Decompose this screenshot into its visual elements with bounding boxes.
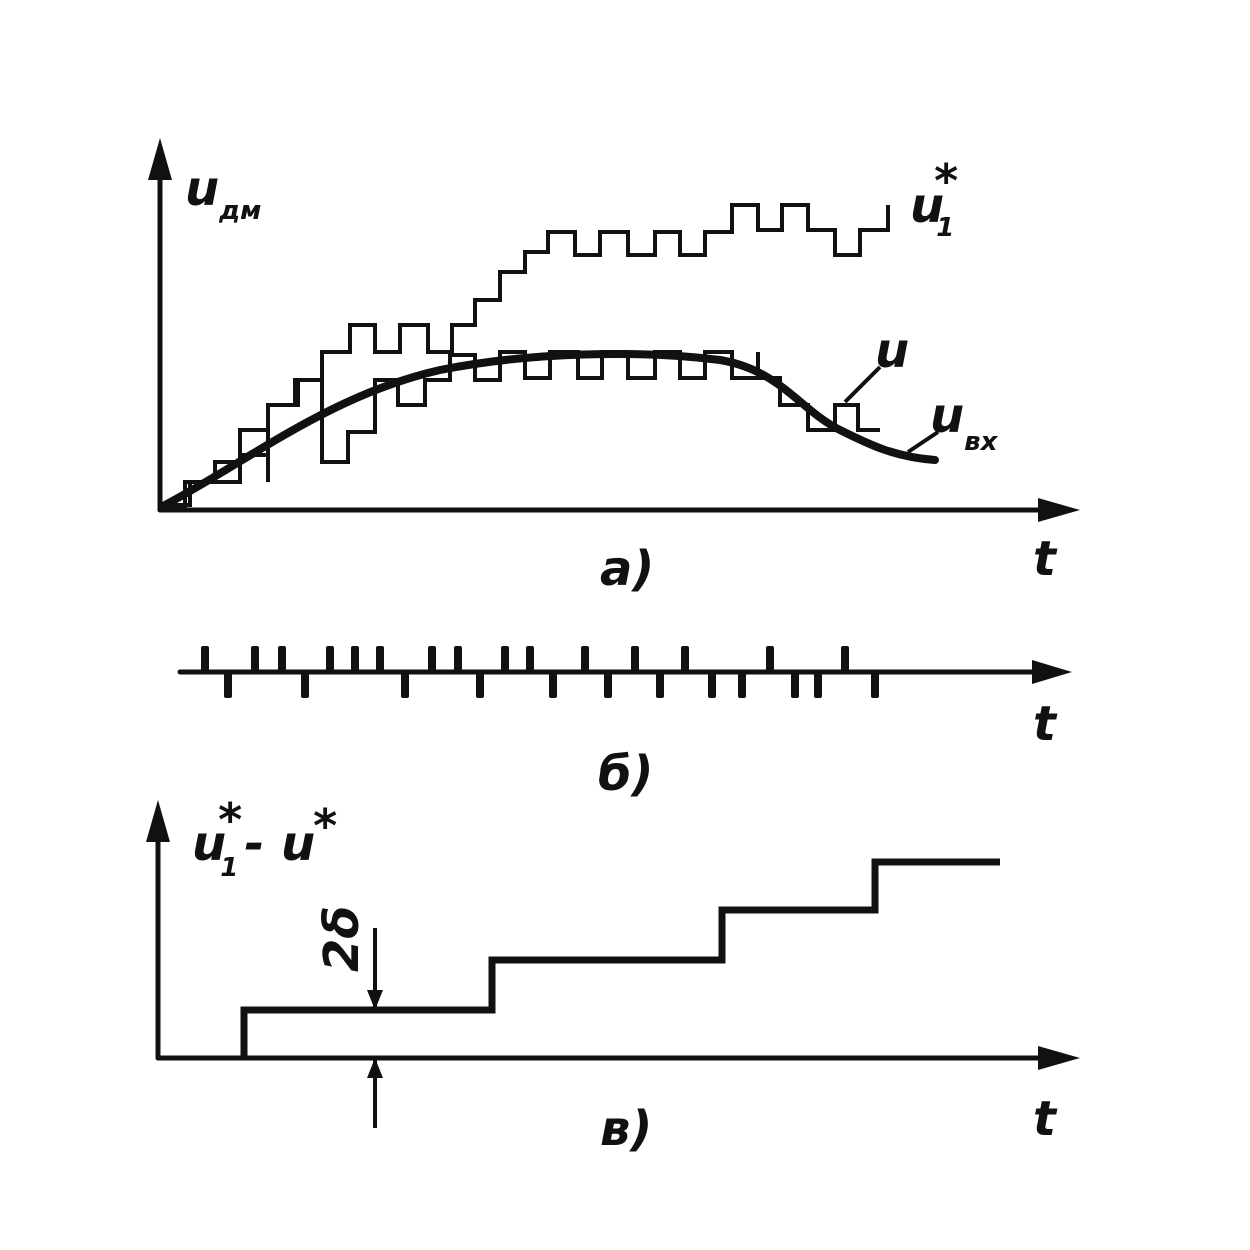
panel-b-x-arrow [1032, 660, 1072, 684]
pulse-up [841, 646, 849, 672]
pulse-down [708, 672, 716, 698]
pulse-down [549, 672, 557, 698]
pulse-down [656, 672, 664, 698]
pulse-up [376, 646, 384, 672]
panel-c: u*1- u* 2δ t в) [146, 793, 1080, 1157]
pulse-up [251, 646, 259, 672]
u-vx-label: uвх [930, 388, 999, 457]
step-height-label: 2δ [314, 906, 370, 972]
pulse-up [526, 646, 534, 672]
pulse-down [224, 672, 232, 698]
panel-b-x-label: t [1033, 696, 1058, 752]
pulse-down [301, 672, 309, 698]
pulse-up [501, 646, 509, 672]
pulse-up [278, 646, 286, 672]
panel-a-x-arrow [1038, 498, 1080, 522]
dimension-arrow-down [367, 990, 383, 1010]
pulse-up [326, 646, 334, 672]
panel-a-x-label: t [1033, 531, 1058, 587]
u-label-leader [843, 365, 882, 404]
u-vx-label-leader [906, 430, 940, 454]
panel-c-y-label: u*1- u* [192, 793, 337, 883]
pulse-up [631, 646, 639, 672]
pulse-down [791, 672, 799, 698]
pulse-down [738, 672, 746, 698]
panel-c-x-arrow [1038, 1046, 1080, 1070]
u1-star-label: u*1 [910, 154, 958, 243]
pulse-up [428, 646, 436, 672]
panel-a-caption: а) [600, 541, 654, 597]
pulse-train [201, 646, 879, 698]
difference-staircase [240, 858, 1000, 1058]
u1-star-staircase [162, 203, 890, 510]
panel-c-y-arrow [146, 800, 170, 842]
panel-c-caption: в) [600, 1101, 652, 1157]
u-label: u [875, 323, 909, 379]
panel-b: t б) [177, 646, 1072, 802]
panel-c-x-label: t [1033, 1091, 1058, 1147]
u-staircase [165, 350, 880, 507]
pulse-up [351, 646, 359, 672]
panel-a-y-label: uдм [185, 161, 261, 226]
panel-a: uдм u*1 u uвх t а) [148, 138, 1080, 597]
pulse-down [604, 672, 612, 698]
panel-a-y-arrow [148, 138, 172, 180]
u-vx-curve [161, 350, 939, 509]
pulse-up [454, 646, 462, 672]
pulse-up [766, 646, 774, 672]
pulse-up [681, 646, 689, 672]
pulse-down [401, 672, 409, 698]
pulse-down [871, 672, 879, 698]
pulse-up [581, 646, 589, 672]
pulse-down [814, 672, 822, 698]
pulse-up [201, 646, 209, 672]
dimension-arrow-up [367, 1058, 383, 1078]
panel-b-caption: б) [598, 746, 653, 802]
pulse-down [476, 672, 484, 698]
